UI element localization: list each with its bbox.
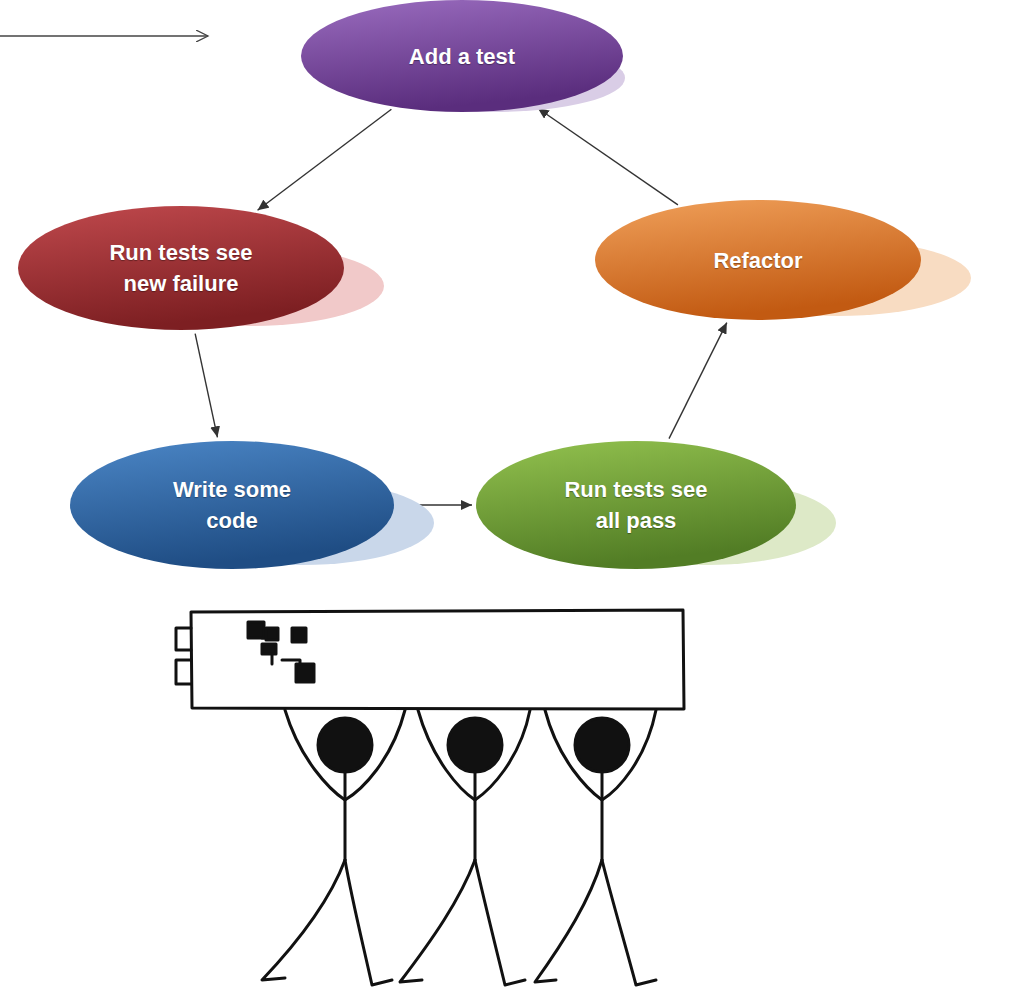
process-ellipse: Add a test	[301, 0, 623, 112]
entry-arrow	[0, 35, 208, 36]
stick-figures	[176, 610, 684, 985]
node-label: Run tests see new failure	[97, 237, 265, 299]
flow-arrow	[195, 334, 217, 438]
process-ellipse: Run tests see all pass	[476, 441, 796, 569]
text-wrap: Run tests see all pass	[552, 474, 720, 536]
node-label: Refactor	[674, 245, 842, 276]
ellipse-outline	[476, 441, 796, 569]
node-label: Write some code	[148, 474, 316, 536]
ellipse-outline	[18, 206, 344, 330]
process-ellipse: Write some code	[70, 441, 394, 569]
text-wrap: Write some code	[148, 474, 316, 536]
process-ellipse: Run tests see new failure	[18, 206, 344, 330]
flow-arrow	[538, 108, 678, 205]
node-label: Run tests see all pass	[552, 474, 720, 536]
flow-arrow	[258, 109, 392, 210]
node-label: Add a test	[378, 41, 546, 72]
text-wrap: Add a test	[378, 41, 546, 72]
text-wrap: Refactor	[674, 245, 842, 276]
process-ellipse: Refactor	[595, 200, 921, 320]
text-wrap: Run tests see new failure	[97, 237, 265, 299]
flow-arrow	[669, 323, 727, 439]
ellipse-outline	[70, 441, 394, 569]
